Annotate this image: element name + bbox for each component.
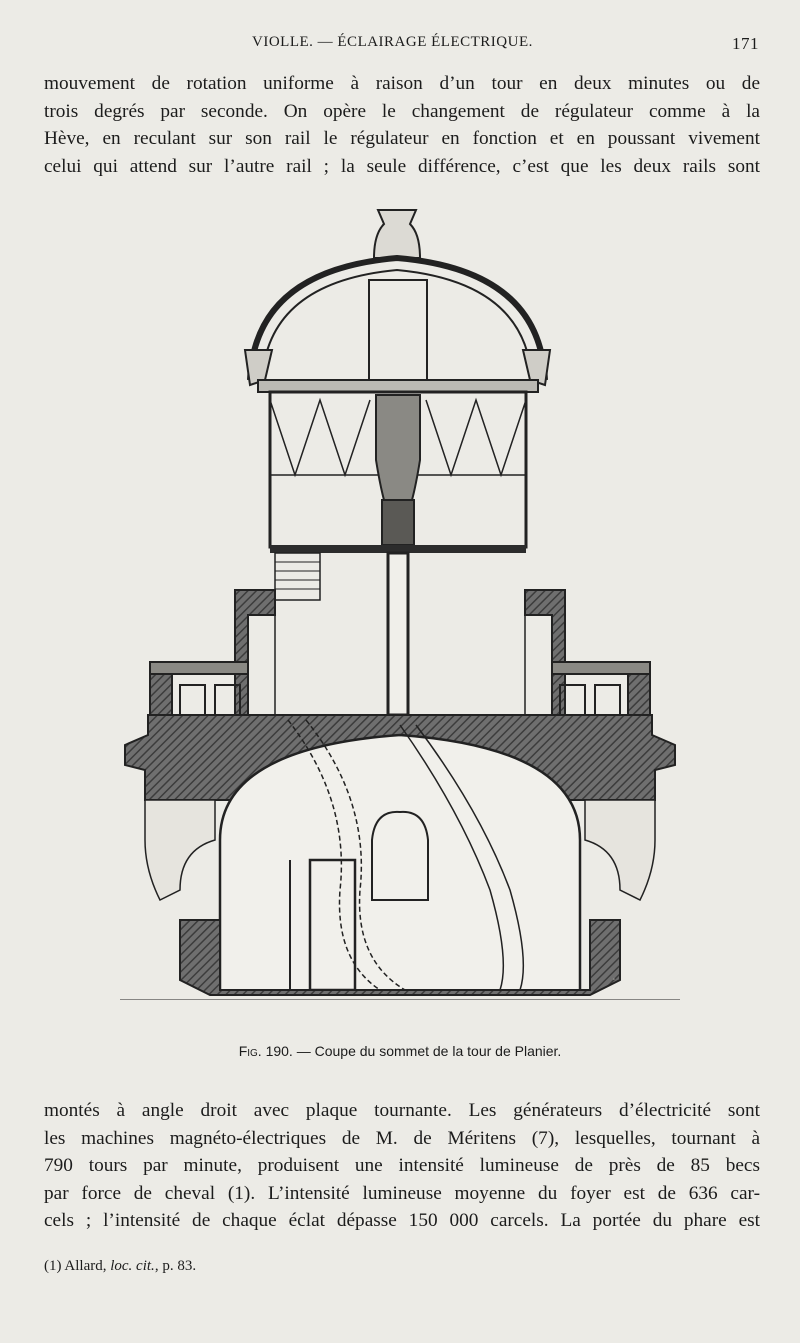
text-line: 790 tours par minute, produisent une int… xyxy=(44,1155,760,1176)
top-paragraph: mouvement de rotation uniforme à raison … xyxy=(44,70,760,180)
lighthouse-section-drawing xyxy=(120,209,680,1000)
footnote-rest: , p. 83. xyxy=(154,1258,197,1274)
running-title: VIOLLE. — ÉCLAIRAGE ÉLECTRIQUE. xyxy=(252,34,533,50)
text-line: cels ; l’intensité de chaque éclat dépas… xyxy=(44,1210,760,1231)
text-line: montés à angle droit avec plaque tournan… xyxy=(44,1100,760,1121)
text-line: les machines magnéto-électriques de M. d… xyxy=(44,1127,760,1149)
text-line: celui qui attend sur l’autre rail ; la s… xyxy=(44,155,760,177)
show-through-text: . xyxy=(612,968,616,984)
text-line: mouvement de rotation uniforme à raison … xyxy=(44,73,760,94)
footnote-italic: loc. cit. xyxy=(110,1258,155,1274)
lighthouse-section-figure xyxy=(120,200,680,1000)
text-line: Hève, en reculant sur son rail le régula… xyxy=(44,128,760,149)
bottom-paragraph: montés à angle droit avec plaque tournan… xyxy=(44,1097,760,1235)
text-line: par force de cheval (1). L’intensité lum… xyxy=(44,1182,760,1204)
text-line: trois degrés par seconde. On opère le ch… xyxy=(44,100,760,122)
page-number: 171 xyxy=(732,34,759,53)
figure-number: Fig. 190. xyxy=(238,1043,293,1059)
footnote: (1) Allard, loc. cit., p. 83. xyxy=(44,1258,196,1275)
figure-caption-text: — Coupe du sommet de la tour de Planier. xyxy=(296,1043,562,1059)
figure-caption: Fig. 190. — Coupe du sommet de la tour d… xyxy=(0,1043,800,1059)
footnote-marker: (1) Allard, xyxy=(44,1258,107,1274)
